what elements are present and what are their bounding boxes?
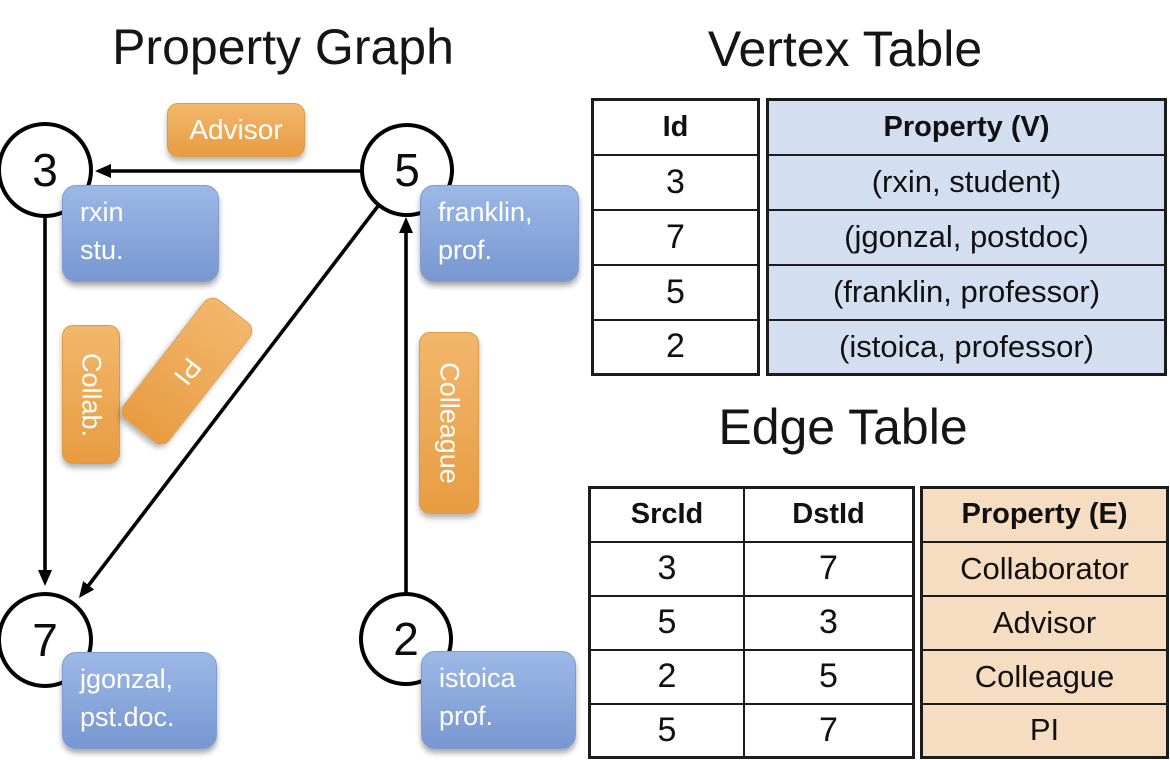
table-cell: Collaborator — [920, 540, 1169, 597]
vertex-label-franklin: franklin, prof. — [420, 185, 579, 282]
edge-table-header-dstid: DstId — [743, 486, 915, 543]
table-cell: Colleague — [920, 648, 1169, 705]
edge-label-collab-text: Collab. — [76, 352, 107, 437]
vertex-table-title: Vertex Table — [707, 21, 983, 77]
table-cell: 2 — [588, 648, 745, 705]
vertex-label-jgonzal-line1: jgonzal, — [80, 664, 174, 694]
table-cell: Advisor — [920, 594, 1169, 651]
table-cell: 5 — [588, 594, 745, 651]
table-cell: 5 — [743, 648, 915, 705]
edge-pi-5-to-7 — [78, 204, 380, 598]
vertex-id-7: 7 — [32, 614, 58, 666]
table-cell: 7 — [743, 702, 915, 759]
edge-table-property-column: Property (E) Collaborator Advisor Collea… — [920, 486, 1169, 759]
edge-label-advisor: Advisor — [167, 103, 305, 157]
table-cell: (jgonzal, postdoc) — [766, 208, 1167, 266]
vertex-label-istoica: istoica prof. — [421, 651, 576, 749]
vertex-id-2: 2 — [393, 613, 419, 665]
vertex-label-jgonzal: jgonzal, pst.doc. — [62, 652, 217, 749]
vertex-table-property-column: Property (V) (rxin, student) (jgonzal, p… — [766, 98, 1167, 376]
table-cell: (istoica, professor) — [766, 318, 1167, 376]
table-cell: 7 — [743, 540, 915, 597]
vertex-table-id-column: Id 3 7 5 2 — [591, 98, 760, 376]
table-cell: 2 — [591, 318, 760, 376]
vertex-label-franklin-line1: franklin, — [438, 197, 533, 227]
table-cell: (rxin, student) — [766, 153, 1167, 211]
vertex-label-rxin-line2: stu. — [80, 235, 124, 265]
vertex-label-jgonzal-line2: pst.doc. — [80, 702, 175, 732]
edge-table-src-dst-columns: SrcId DstId 3 7 5 3 2 5 5 7 — [588, 486, 915, 759]
table-cell: 3 — [588, 540, 745, 597]
vertex-table-header-id: Id — [591, 98, 760, 156]
property-graph-title: Property Graph — [112, 19, 454, 75]
table-cell: 7 — [591, 208, 760, 266]
edge-label-colleague: Colleague — [419, 332, 479, 514]
edge-table-header-property: Property (E) — [920, 486, 1169, 543]
table-cell: 5 — [588, 702, 745, 759]
table-cell: 5 — [591, 263, 760, 321]
table-cell: 3 — [743, 594, 915, 651]
edge-table-title: Edge Table — [718, 399, 968, 455]
vertex-table-header-property: Property (V) — [766, 98, 1167, 156]
table-cell: 3 — [591, 153, 760, 211]
edge-label-advisor-text: Advisor — [189, 114, 283, 145]
table-cell: PI — [920, 702, 1169, 759]
vertex-id-5: 5 — [394, 144, 420, 196]
vertex-id-3: 3 — [32, 144, 58, 196]
edge-table-header-srcid: SrcId — [588, 486, 745, 543]
vertex-label-franklin-line2: prof. — [438, 235, 493, 265]
edge-label-collab: Collab. — [62, 325, 120, 464]
vertex-label-rxin: rxin stu. — [62, 185, 219, 282]
edge-label-pi-text: PI — [167, 352, 208, 391]
table-cell: (franklin, professor) — [766, 263, 1167, 321]
vertex-label-istoica-line2: prof. — [439, 701, 494, 731]
vertex-label-rxin-line1: rxin — [80, 197, 124, 227]
vertex-label-istoica-line1: istoica — [439, 663, 516, 693]
edge-label-colleague-text: Colleague — [434, 362, 465, 484]
